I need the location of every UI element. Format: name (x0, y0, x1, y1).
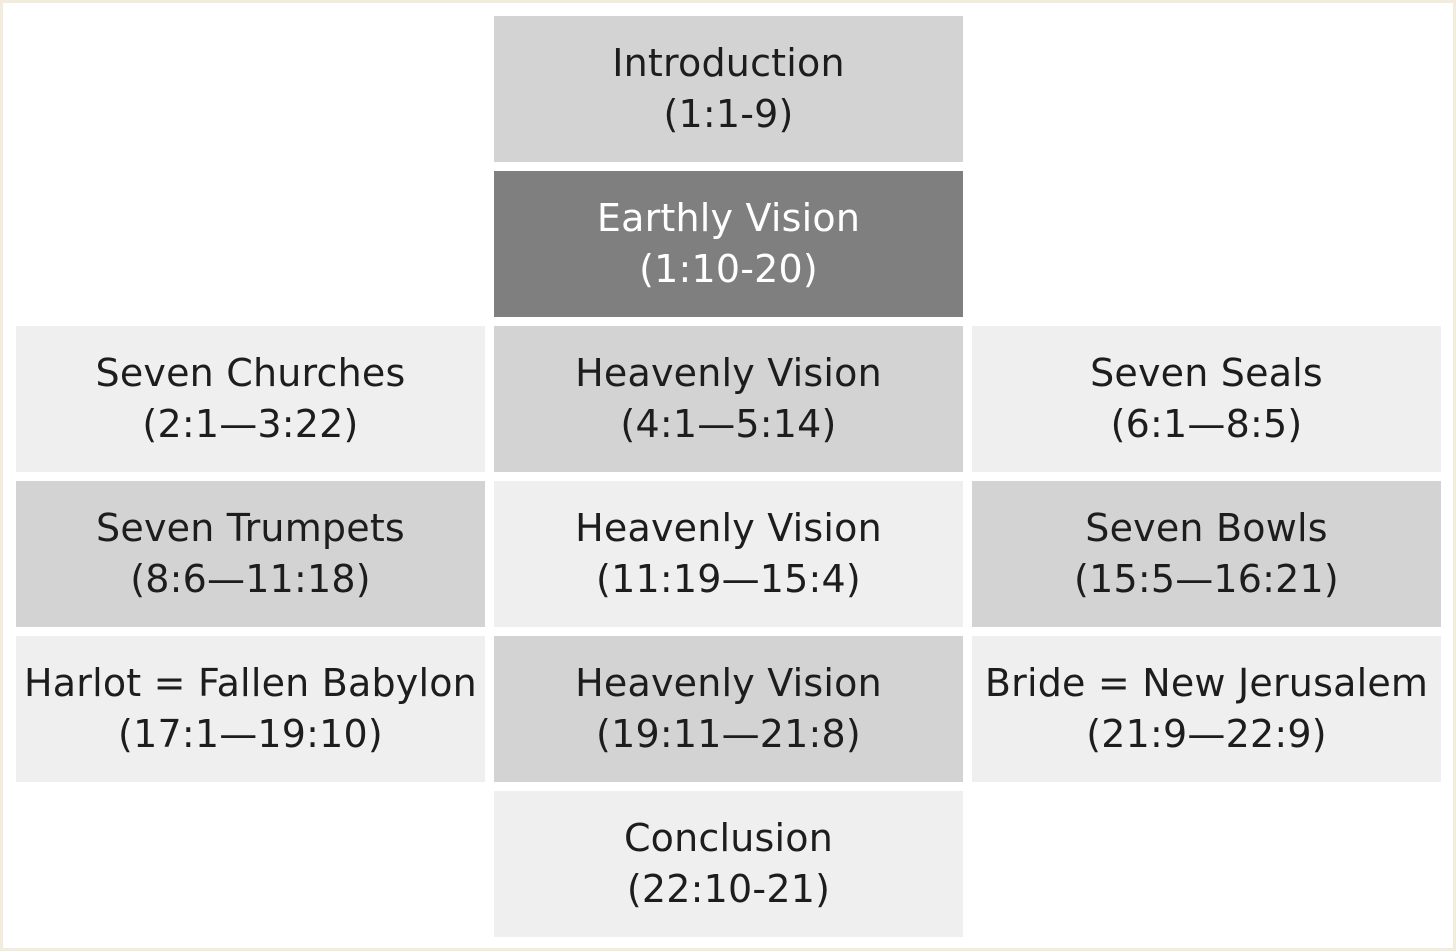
block-title: Conclusion (623, 816, 834, 860)
block-earthly-vision: Earthly Vision (1:10-20) (494, 171, 963, 317)
block-reference: (15:5—16:21) (1074, 557, 1339, 601)
block-seven-churches: Seven Churches (2:1—3:22) (16, 326, 485, 472)
block-heavenly-vision-2: Heavenly Vision (11:19—15:4) (494, 481, 963, 627)
block-reference: (21:9—22:9) (1086, 712, 1327, 756)
block-seven-trumpets: Seven Trumpets (8:6—11:18) (16, 481, 485, 627)
block-harlot-fallen-babylon: Harlot = Fallen Babylon (17:1—19:10) (16, 636, 485, 782)
block-seven-seals: Seven Seals (6:1—8:5) (972, 326, 1441, 472)
block-reference: (6:1—8:5) (1110, 402, 1303, 446)
block-reference: (1:1-9) (663, 92, 794, 136)
block-title: Bride = New Jerusalem (984, 661, 1429, 705)
block-reference: (17:1—19:10) (118, 712, 383, 756)
block-title: Seven Bowls (1085, 506, 1328, 550)
block-heavenly-vision-1: Heavenly Vision (4:1—5:14) (494, 326, 963, 472)
block-title: Seven Seals (1090, 351, 1323, 395)
block-title: Harlot = Fallen Babylon (24, 661, 477, 705)
block-reference: (4:1—5:14) (620, 402, 837, 446)
block-reference: (22:10-21) (626, 867, 831, 911)
block-title: Earthly Vision (596, 196, 861, 240)
block-reference: (1:10-20) (639, 247, 818, 291)
block-reference: (2:1—3:22) (142, 402, 359, 446)
block-reference: (19:11—21:8) (596, 712, 861, 756)
block-conclusion: Conclusion (22:10-21) (494, 791, 963, 937)
block-bride-new-jerusalem: Bride = New Jerusalem (21:9—22:9) (972, 636, 1441, 782)
block-title: Introduction (612, 41, 845, 85)
block-introduction: Introduction (1:1-9) (494, 16, 963, 162)
block-title: Heavenly Vision (575, 351, 882, 395)
block-title: Seven Churches (95, 351, 406, 395)
block-reference: (8:6—11:18) (130, 557, 371, 601)
block-title: Heavenly Vision (575, 661, 882, 705)
block-title: Seven Trumpets (96, 506, 405, 550)
block-heavenly-vision-3: Heavenly Vision (19:11—21:8) (494, 636, 963, 782)
block-seven-bowls: Seven Bowls (15:5—16:21) (972, 481, 1441, 627)
block-title: Heavenly Vision (575, 506, 882, 550)
block-reference: (11:19—15:4) (596, 557, 861, 601)
